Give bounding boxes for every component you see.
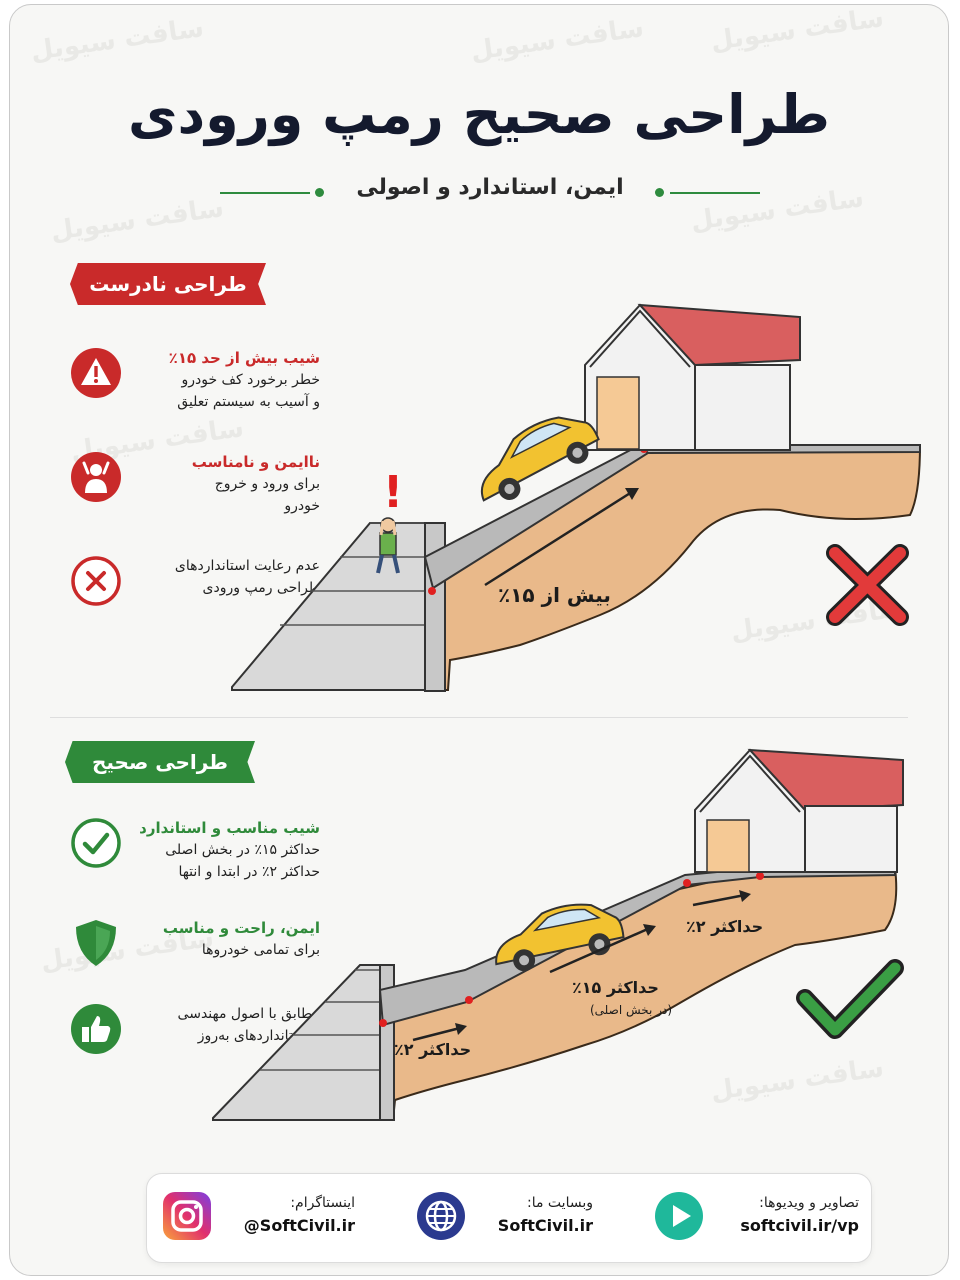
incorrect-ramp-illustration: ! xyxy=(231,303,922,692)
correct-banner: طراحی صحیح xyxy=(65,741,255,783)
page-subtitle: ایمن، استاندارد و اصولی xyxy=(356,175,624,200)
footer-media-label: تصاویر و ویدیوها: xyxy=(759,1195,859,1211)
item-line: حداکثر ۱۵٪ در بخش اصلی xyxy=(165,842,320,858)
globe-icon xyxy=(417,1192,465,1240)
check-circle-icon xyxy=(71,818,121,868)
slope-label-main-note: (در بخش اصلی) xyxy=(590,1003,673,1017)
thumbs-up-icon xyxy=(71,1004,121,1054)
play-icon xyxy=(655,1192,703,1240)
frustrated-person-icon xyxy=(71,452,121,502)
frustrated-person-figure xyxy=(376,517,400,574)
item-line: عدم رعایت استانداردهای xyxy=(174,558,320,574)
slope-label-start: حداکثر ۲٪ xyxy=(394,1040,472,1059)
infographic-frame: سافت سیویل سافت سیویل سافت سیویل سافت سی… xyxy=(9,4,949,1276)
footer-website[interactable]: وبسایت ما: SoftCivil.ir xyxy=(415,1188,595,1248)
correct-ramp-illustration xyxy=(212,748,904,1121)
item-line: خودرو xyxy=(284,498,320,514)
subtitle-row: ایمن، استاندارد و اصولی xyxy=(10,175,948,211)
car-illustration xyxy=(495,903,625,972)
incorrect-item-2: ناایمن و نامناسب برای ورود و خروج خودرو xyxy=(70,451,320,523)
footer-media-url: softcivil.ir/vp xyxy=(740,1216,859,1235)
page-title: طراحی صحیح رمپ ورودی xyxy=(127,83,831,146)
item-heading: ایمن، راحت و مناسب xyxy=(162,919,320,937)
footer-website-label: وبسایت ما: xyxy=(527,1195,593,1211)
item-heading: شیب مناسب و استاندارد xyxy=(139,819,320,837)
warning-icon xyxy=(71,348,121,398)
footer-bar: اینستاگرام: @SoftCivil.ir وبسایت ما: Sof… xyxy=(146,1173,872,1263)
correct-item-3: مطابق با اصول مهندسی و استانداردهای به‌ر… xyxy=(70,1003,320,1075)
item-line: حداکثر ۲٪ در ابتدا و انتها xyxy=(178,864,320,880)
alert-mark: ! xyxy=(383,467,403,518)
incorrect-item-1: شیب بیش از حد ۱۵٪ خطر برخورد کف خودرو و … xyxy=(70,347,320,419)
item-heading: شیب بیش از حد ۱۵٪ xyxy=(168,349,320,367)
item-line: خطر برخورد کف خودرو xyxy=(181,372,320,388)
car-illustration xyxy=(480,416,600,502)
slope-label-main: حداکثر ۱۵٪ xyxy=(572,978,659,997)
footer-instagram[interactable]: اینستاگرام: @SoftCivil.ir xyxy=(161,1188,361,1248)
slope-label-over-limit: بیش از ۱۵٪ xyxy=(498,583,611,607)
item-line: طراحی رمپ ورودی xyxy=(202,580,320,596)
item-line: و آسیب به سیستم تعلیق xyxy=(177,394,320,410)
subtitle-dot xyxy=(315,188,324,197)
correct-item-1: شیب مناسب و استاندارد حداکثر ۱۵٪ در بخش … xyxy=(70,817,320,889)
subtitle-dot xyxy=(655,188,664,197)
watermark: سافت سیویل xyxy=(28,13,206,67)
item-line: برای تمامی خودروها xyxy=(201,942,320,958)
footer-instagram-label: اینستاگرام: xyxy=(290,1195,355,1211)
item-heading: ناایمن و نامناسب xyxy=(191,453,320,471)
incorrect-item-3: عدم رعایت استانداردهای طراحی رمپ ورودی xyxy=(70,555,320,627)
instagram-icon xyxy=(163,1192,211,1240)
shield-icon xyxy=(76,920,116,966)
slope-label-end: حداکثر ۲٪ xyxy=(686,917,764,936)
section-divider xyxy=(50,717,908,718)
footer-instagram-handle: @SoftCivil.ir xyxy=(243,1216,355,1235)
correct-item-2: ایمن، راحت و مناسب برای تمامی خودروها xyxy=(70,917,320,989)
watermark: سافت سیویل xyxy=(468,13,646,67)
footer-media[interactable]: تصاویر و ویدیوها: softcivil.ir/vp xyxy=(653,1188,859,1248)
x-circle-icon xyxy=(71,556,121,606)
subtitle-line-left xyxy=(220,192,310,194)
item-line: مطابق با اصول مهندسی xyxy=(177,1006,320,1022)
big-x-icon xyxy=(826,544,909,626)
big-check-icon xyxy=(796,959,904,1039)
subtitle-line-right xyxy=(670,192,760,194)
watermark: سافت سیویل xyxy=(708,4,886,57)
item-line: برای ورود و خروج xyxy=(214,476,320,492)
footer-website-url: SoftCivil.ir xyxy=(497,1216,593,1235)
incorrect-banner: طراحی نادرست xyxy=(70,263,266,305)
